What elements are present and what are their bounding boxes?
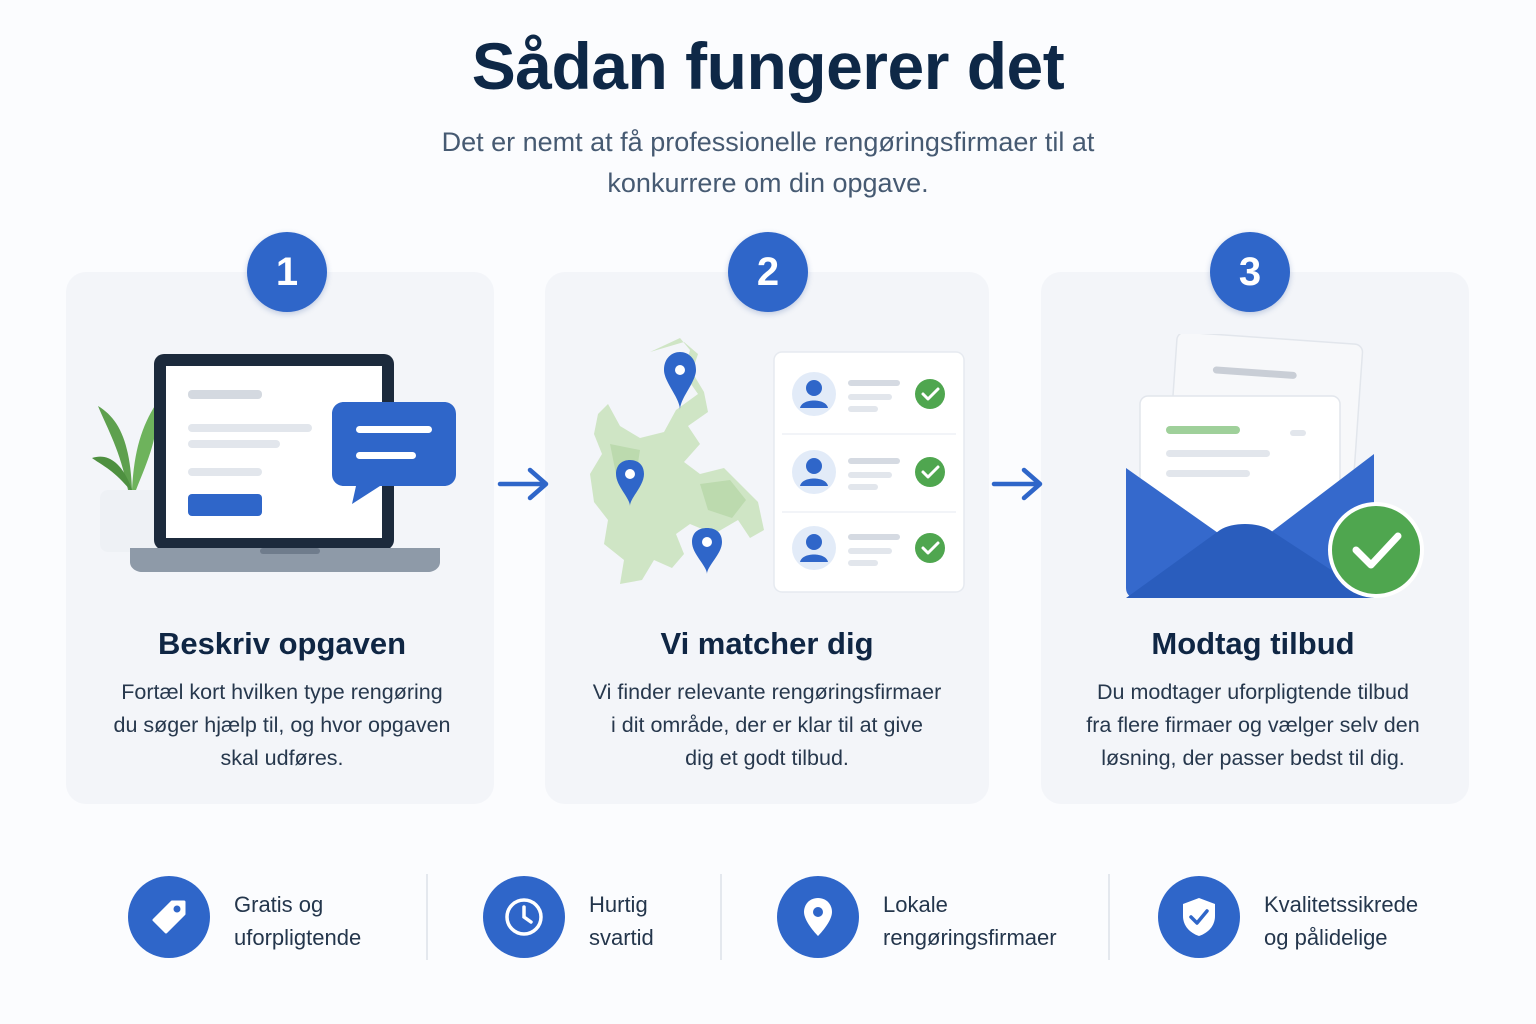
feature-label: Kvalitetssikrede og pålidelige: [1264, 892, 1419, 950]
feature-free: Gratis og uforpligtende: [128, 876, 408, 960]
plant-icon: [92, 404, 170, 552]
feature-quality: Kvalitetssikrede og pålidelige: [1158, 876, 1458, 960]
feature-label: Lokale rengøringsfirmaer: [883, 892, 1057, 950]
matched-companies-list: [773, 351, 965, 593]
chat-bubble-icon: [332, 402, 456, 504]
map-pin-icon: [616, 460, 644, 506]
desc-line: løsning, der passer bedst til dig.: [1101, 746, 1405, 770]
step-number-badge-1: 1: [247, 232, 327, 312]
step-number-badge-2: 2: [728, 232, 808, 312]
divider: [426, 874, 428, 960]
step-description-2: Vi finder relevante rengøringsfirmaer i …: [545, 676, 989, 775]
page-title: Sådan fungerer det: [471, 29, 1065, 103]
step-description-1: Fortæl kort hvilken type rengøring du sø…: [66, 676, 498, 775]
desc-line: du søger hjælp til, og hvor opgaven: [113, 713, 451, 737]
desc-line: Vi finder relevante rengøringsfirmaer: [592, 680, 942, 704]
feature-label: Hurtig svartid: [589, 892, 654, 950]
shield-check-icon: [1158, 876, 1240, 958]
feature-label: Gratis og uforpligtende: [234, 892, 362, 950]
company-row: [792, 450, 945, 494]
desc-line: fra flere firmaer og vælger selv den: [1086, 713, 1420, 737]
step-title-2: Vi matcher dig: [660, 626, 874, 661]
company-row: [792, 526, 945, 570]
feature-local: Lokale rengøringsfirmaer: [777, 876, 1087, 960]
arrow-right-icon: [497, 467, 549, 501]
clock-icon: [483, 876, 565, 958]
desc-line: dig et godt tilbud.: [685, 746, 849, 770]
step-title-3: Modtag tilbud: [1151, 626, 1355, 661]
step-number-badge-3: 3: [1210, 232, 1290, 312]
check-circle-icon: [1328, 502, 1424, 598]
arrow-right-icon: [991, 467, 1043, 501]
page-subtitle: Det er nemt at få professionelle rengøri…: [368, 122, 1168, 204]
map-pin-icon: [664, 352, 696, 410]
desc-line: Fortæl kort hvilken type rengøring: [121, 680, 443, 704]
denmark-map-illustration: [590, 338, 764, 584]
desc-line: skal udføres.: [220, 746, 344, 770]
feature-fast-response: Hurtig svartid: [483, 876, 703, 960]
company-row: [792, 372, 945, 416]
subtitle-line-2: konkurrere om din opgave.: [607, 168, 929, 198]
laptop-illustration: [92, 354, 456, 572]
map-pin-icon: [692, 528, 722, 574]
location-pin-icon: [777, 876, 859, 958]
subtitle-line-1: Det er nemt at få professionelle rengøri…: [441, 127, 1095, 157]
desc-line: Du modtager uforpligtende tilbud: [1097, 680, 1409, 704]
step-title-1: Beskriv opgaven: [157, 626, 407, 661]
envelope-illustration: [1126, 334, 1424, 598]
desc-line: i dit område, der er klar til at give: [611, 713, 923, 737]
step-description-3: Du modtager uforpligtende tilbud fra fle…: [1037, 676, 1469, 775]
divider: [1108, 874, 1110, 960]
divider: [720, 874, 722, 960]
tag-icon: [128, 876, 210, 958]
